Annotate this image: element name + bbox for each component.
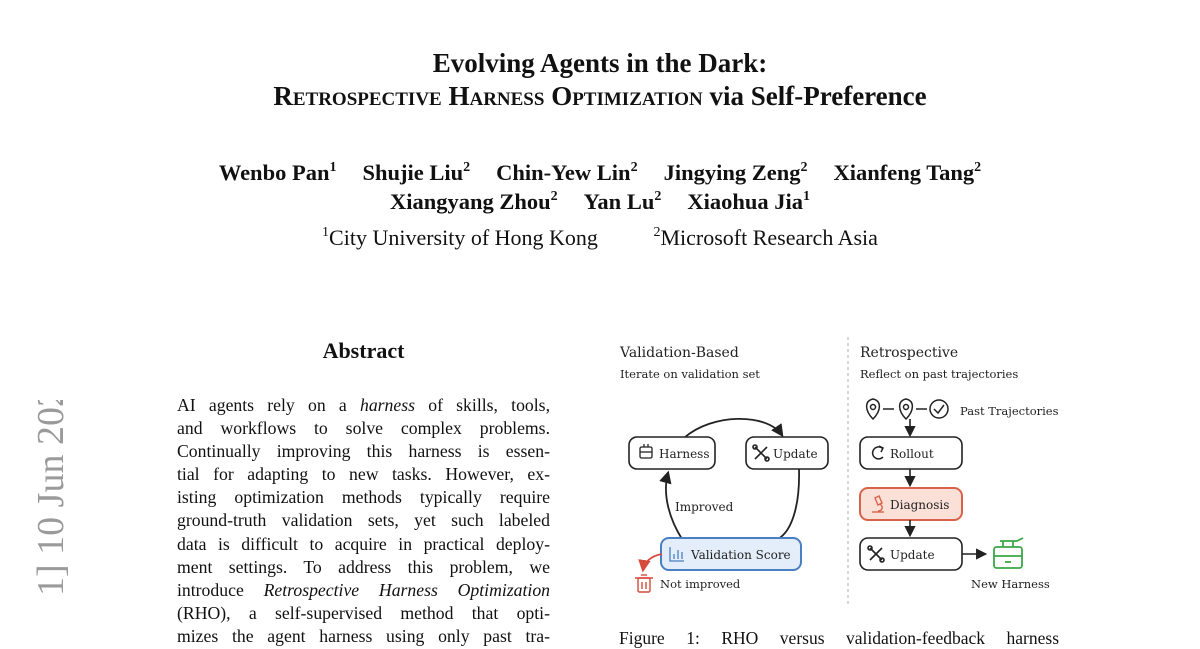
not-improved-label: Not improved bbox=[660, 577, 741, 591]
svg-text:Diagnosis: Diagnosis bbox=[890, 498, 949, 512]
left-panel-subtitle: Iterate on validation set bbox=[620, 367, 760, 381]
figure-1: Validation-Based Iterate on validation s… bbox=[612, 335, 1072, 615]
title-method-name: Retrospective Harness Optimization bbox=[273, 81, 703, 111]
abstract-line: data is difficult to acquire in practica… bbox=[177, 533, 550, 554]
improved-label: Improved bbox=[675, 500, 734, 514]
microscope-icon bbox=[872, 495, 884, 513]
svg-text:Update: Update bbox=[890, 548, 935, 562]
new-harness-label: New Harness bbox=[971, 577, 1050, 591]
abstract-line: AI agents rely on a harness of skills, t… bbox=[177, 395, 550, 415]
abstract-body: AI agents rely on a harness of skills, t… bbox=[177, 394, 550, 648]
abstract-line: ment settings. To address this problem, … bbox=[177, 556, 550, 577]
affiliation-2: 2Microsoft Research Asia bbox=[653, 225, 878, 250]
abstract-line: introduce Retrospective Harness Optimiza… bbox=[177, 579, 551, 600]
new-harness-icon bbox=[993, 537, 1024, 569]
author-name: Xiangyang Zhou2 bbox=[389, 189, 558, 214]
past-trajectories-label: Past Trajectories bbox=[960, 404, 1059, 418]
svg-text:Validation Score: Validation Score bbox=[690, 548, 791, 562]
trajectory-icons bbox=[865, 398, 949, 421]
harness-to-update-arrow bbox=[683, 418, 784, 439]
svg-text:Harness: Harness bbox=[659, 447, 710, 461]
check-circle-icon bbox=[929, 399, 949, 419]
author-name: Yan Lu2 bbox=[583, 189, 662, 214]
affiliation-1: 1City University of Hong Kong bbox=[322, 225, 598, 250]
update-node: Update bbox=[745, 436, 829, 470]
abstract-line: mizes the agent harness using only past … bbox=[177, 625, 550, 646]
abstract-line: and workflows to solve complex problems. bbox=[177, 418, 550, 439]
figure-diagram: Validation-Based Iterate on validation s… bbox=[619, 337, 1059, 607]
update-node-right: Update bbox=[859, 537, 963, 571]
trash-icon bbox=[635, 574, 653, 593]
right-panel-title: Retrospective bbox=[860, 345, 958, 361]
chart-icon bbox=[669, 547, 684, 562]
abstract-line: Continually improving this harness is es… bbox=[177, 441, 550, 462]
author-name: Xiaohua Jia1 bbox=[687, 189, 810, 214]
location-pin-icon bbox=[865, 398, 881, 421]
diagnosis-node: Diagnosis bbox=[859, 487, 963, 521]
author-name: Wenbo Pan1 bbox=[218, 160, 337, 185]
update-to-score-arrow bbox=[777, 468, 800, 540]
title-line-2: Retrospective Harness Optimization via S… bbox=[0, 80, 1200, 113]
abstract-heading: Abstract bbox=[322, 338, 405, 363]
location-pin-icon bbox=[898, 398, 914, 421]
author-name: Chin-Yew Lin2 bbox=[496, 160, 638, 185]
title-line-1: Evolving Agents in the Dark: bbox=[432, 48, 768, 78]
figure-caption: Figure 1: RHO versus validation-feedback… bbox=[619, 628, 1059, 648]
abstract-line: (RHO), a self-supervised method that opt… bbox=[177, 602, 550, 623]
validation-score-node: Validation Score bbox=[660, 537, 802, 571]
abstract-line: isting optimization methods typically re… bbox=[177, 487, 550, 508]
score-to-harness-arrow bbox=[659, 470, 683, 540]
arxiv-stamp: 1] 10 Jun 2026 bbox=[30, 400, 72, 596]
author-name: Xianfeng Tang2 bbox=[833, 160, 982, 185]
harness-icon bbox=[639, 444, 653, 459]
refresh-icon bbox=[871, 445, 885, 460]
author-row-1: Wenbo Pan1 Shujie Liu2 Chin-Yew Lin2 Jingyi… bbox=[0, 158, 1200, 187]
affiliations: 1City University of Hong Kong 2Microsoft… bbox=[0, 224, 1200, 252]
title-suffix: via Self-Preference bbox=[702, 81, 927, 111]
tools-icon bbox=[867, 545, 885, 563]
abstract-line: ground-truth validation sets, yet such l… bbox=[177, 510, 550, 531]
paper-title: Evolving Agents in the Dark: Retrospecti… bbox=[0, 47, 1200, 113]
tools-icon bbox=[752, 444, 770, 462]
harness-node: Harness bbox=[628, 436, 716, 470]
author-row-2: Xiangyang Zhou2 Yan Lu2 Xiaohua Jia1 bbox=[0, 187, 1200, 216]
not-improved-arrow bbox=[638, 553, 663, 573]
right-panel-subtitle: Reflect on past trajectories bbox=[860, 367, 1018, 381]
abstract-line: tial for adapting to new tasks. However,… bbox=[177, 464, 550, 485]
svg-text:Rollout: Rollout bbox=[890, 447, 934, 461]
author-name: Jingying Zeng2 bbox=[663, 160, 808, 185]
author-list: Wenbo Pan1 Shujie Liu2 Chin-Yew Lin2 Jingyi… bbox=[0, 158, 1200, 216]
rollout-node: Rollout bbox=[859, 436, 963, 470]
svg-text:Update: Update bbox=[773, 447, 818, 461]
left-panel-title: Validation-Based bbox=[619, 345, 739, 361]
author-name: Shujie Liu2 bbox=[362, 160, 471, 185]
